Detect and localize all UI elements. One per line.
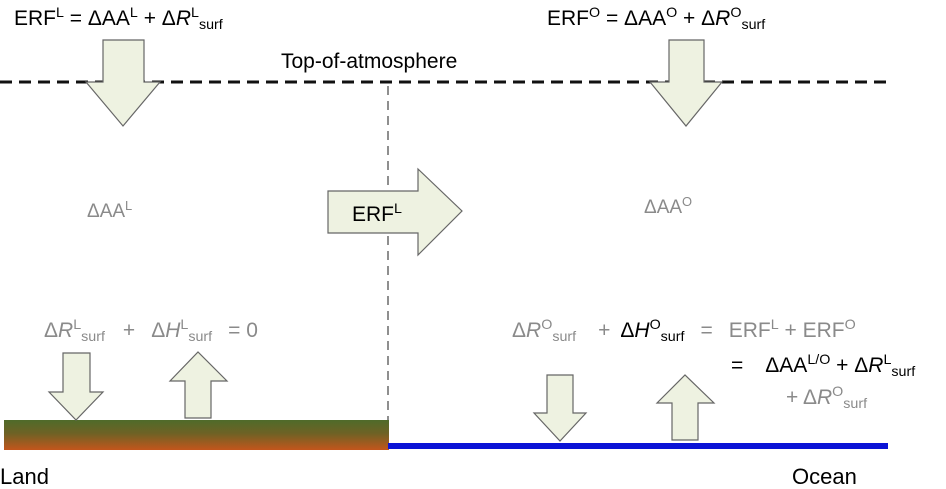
land-erf-equation: ERFL = ΔAAL + ΔRLsurf [14, 5, 223, 34]
transport-arrow-label: ERFL [352, 201, 402, 226]
ocean-surface-equation-line3: + ΔROsurf [786, 384, 868, 413]
ocean-surface-equation-line2: =ΔAAL/O + ΔRLsurf [731, 352, 916, 381]
ocean-surface-radiation-down-arrow [532, 374, 588, 442]
toa-label: Top-of-atmosphere [281, 50, 458, 73]
land-surface [4, 420, 389, 450]
ocean-label: Ocean [792, 464, 857, 489]
ocean-surface-balance-equation: ΔROsurf+ΔHOsurf=ERFL + ERFO [512, 317, 856, 346]
ocean-toa-down-arrow [648, 39, 724, 127]
land-label: Land [0, 464, 49, 489]
ocean-erf-equation: ERFO = ΔAAO + ΔROsurf [547, 5, 766, 34]
land-surface-radiation-down-arrow [47, 352, 105, 421]
land-surface-heat-up-arrow [168, 351, 229, 419]
ocean-surface-heat-up-arrow [655, 374, 716, 441]
land-surface-balance-equation: ΔRLsurf+ΔHLsurf= 0 [44, 317, 258, 346]
ocean-atmosphere-aa-label: ΔAAO [644, 193, 693, 218]
land-to-ocean-transport-arrow [327, 167, 463, 257]
land-toa-down-arrow [84, 39, 162, 127]
land-atmosphere-aa-label: ΔAAL [87, 197, 133, 222]
